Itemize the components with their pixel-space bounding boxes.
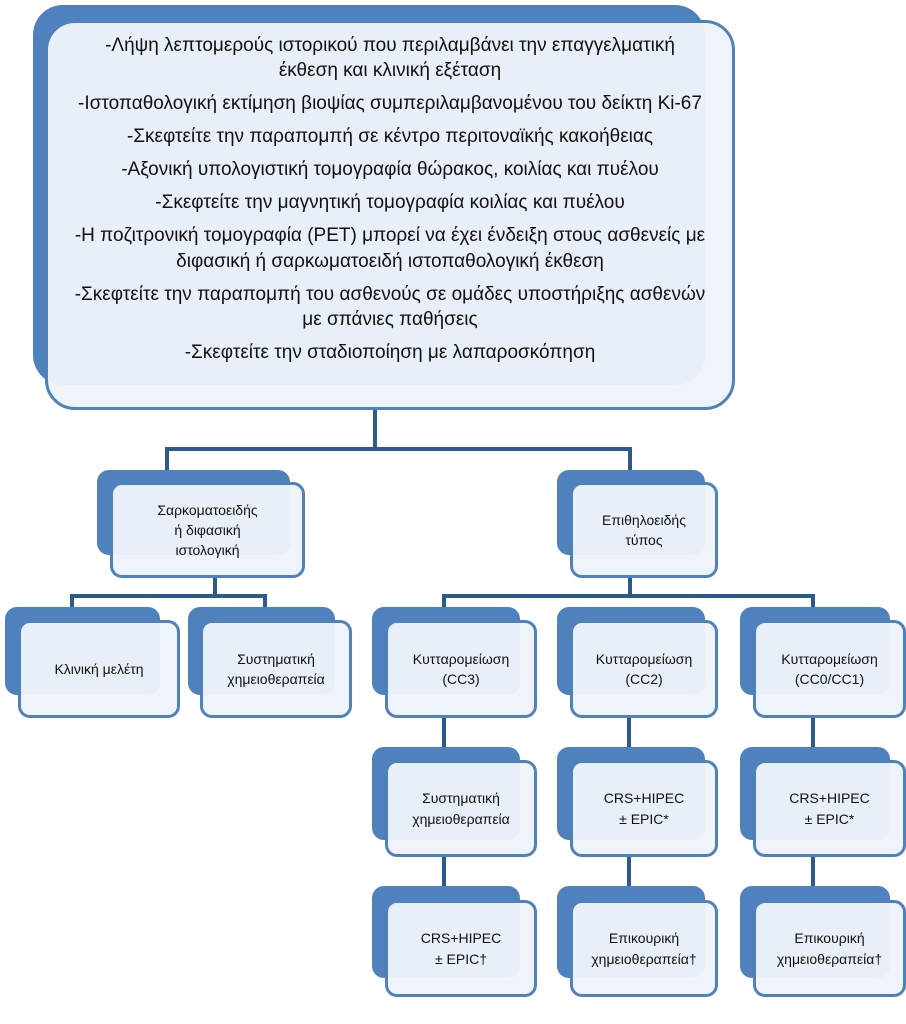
connector <box>70 594 267 598</box>
connector <box>165 447 632 451</box>
connector <box>628 576 632 596</box>
connector <box>70 594 74 609</box>
connector <box>213 576 217 596</box>
connector <box>811 716 815 749</box>
connector <box>811 594 815 609</box>
root-item: -Ιστοπαθολογική εκτίμηση βιοψίας συμπερι… <box>78 93 702 115</box>
connector <box>627 855 631 888</box>
connector <box>627 716 631 749</box>
root-item: -Σκεφτείτε την παραπομπή του ασθενούς σε… <box>74 283 706 330</box>
root-item: -Σκεφτείτε την σταδιοποίηση με λαπαροσκό… <box>184 341 596 363</box>
connector <box>442 594 446 609</box>
connector <box>628 447 632 472</box>
root-item: -Λήψη λεπτομερούς ιστορικού που περιλαμβ… <box>105 35 675 82</box>
connector <box>442 716 446 749</box>
connector <box>263 594 267 609</box>
root-item: -Σκεφτείτε την παραπομπή σε κέντρο περιτ… <box>126 126 654 148</box>
root-item: -Αξονική υπολογιστική τομογραφία θώρακος… <box>121 159 659 181</box>
connector <box>373 408 377 450</box>
connector <box>442 594 815 598</box>
root-item: -Σκεφτείτε την μαγνητική τομογραφία κοιλ… <box>155 192 625 214</box>
root-item: -Η ποζιτρονική τομογραφία (PET) μπορεί ν… <box>74 225 706 272</box>
connector <box>165 447 169 472</box>
connector <box>442 855 446 888</box>
connector <box>811 855 815 888</box>
